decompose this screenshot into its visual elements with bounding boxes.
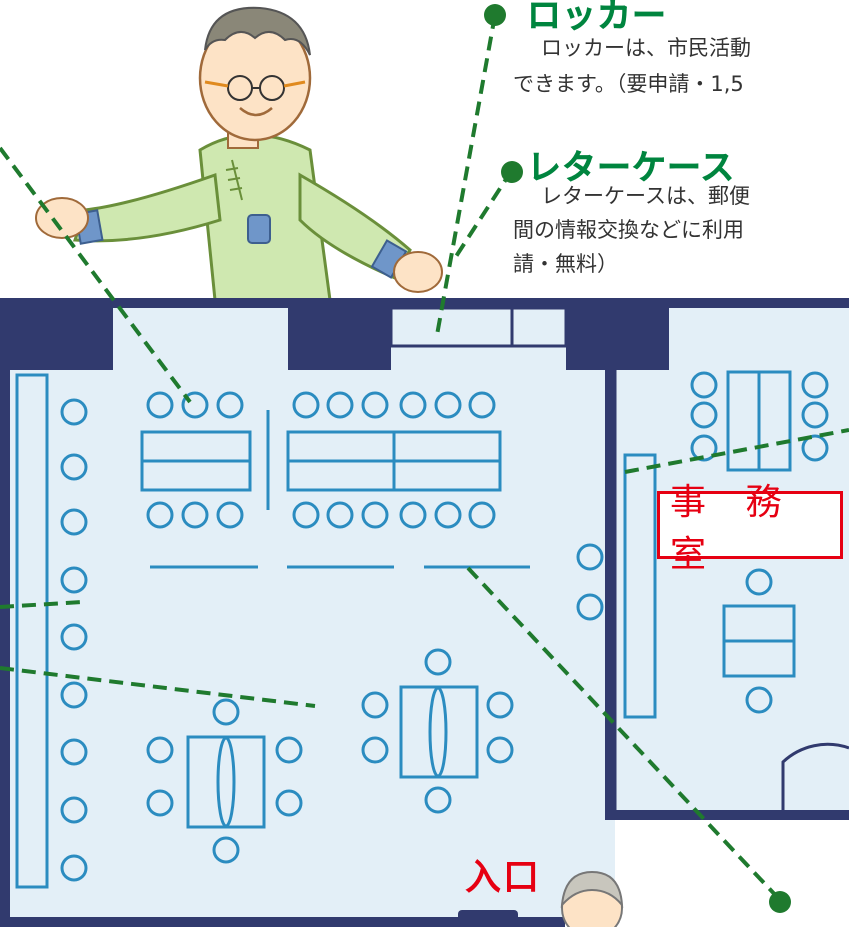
leader-lines xyxy=(0,14,849,902)
letter-case-description-line-2: 間の情報交換などに利用 xyxy=(513,218,744,242)
office-door xyxy=(781,742,849,810)
locker-description-line-2: できます。（要申請・1,5 xyxy=(513,72,744,96)
visitor-character-illustration xyxy=(560,870,624,927)
hallway-area xyxy=(615,815,849,927)
letter-case-description-line-1: レターケースは、郵便 xyxy=(520,184,750,208)
main-room-floor xyxy=(10,305,615,920)
locker-outline xyxy=(389,306,568,348)
leader-dots xyxy=(484,4,791,913)
letter-case-description-line-3: 請・無料） xyxy=(513,252,618,276)
staff-character-illustration xyxy=(35,6,443,302)
entrance-label: 入口 xyxy=(465,857,542,898)
locker-description-line-1: ロッカーは、市民活動 xyxy=(520,36,751,60)
office-room-label: 事 務 室 xyxy=(657,482,843,575)
walls xyxy=(0,298,849,927)
letter-case-heading: レターケース xyxy=(527,148,736,189)
furniture xyxy=(15,370,829,889)
locker-heading: ロッカー xyxy=(527,0,667,36)
